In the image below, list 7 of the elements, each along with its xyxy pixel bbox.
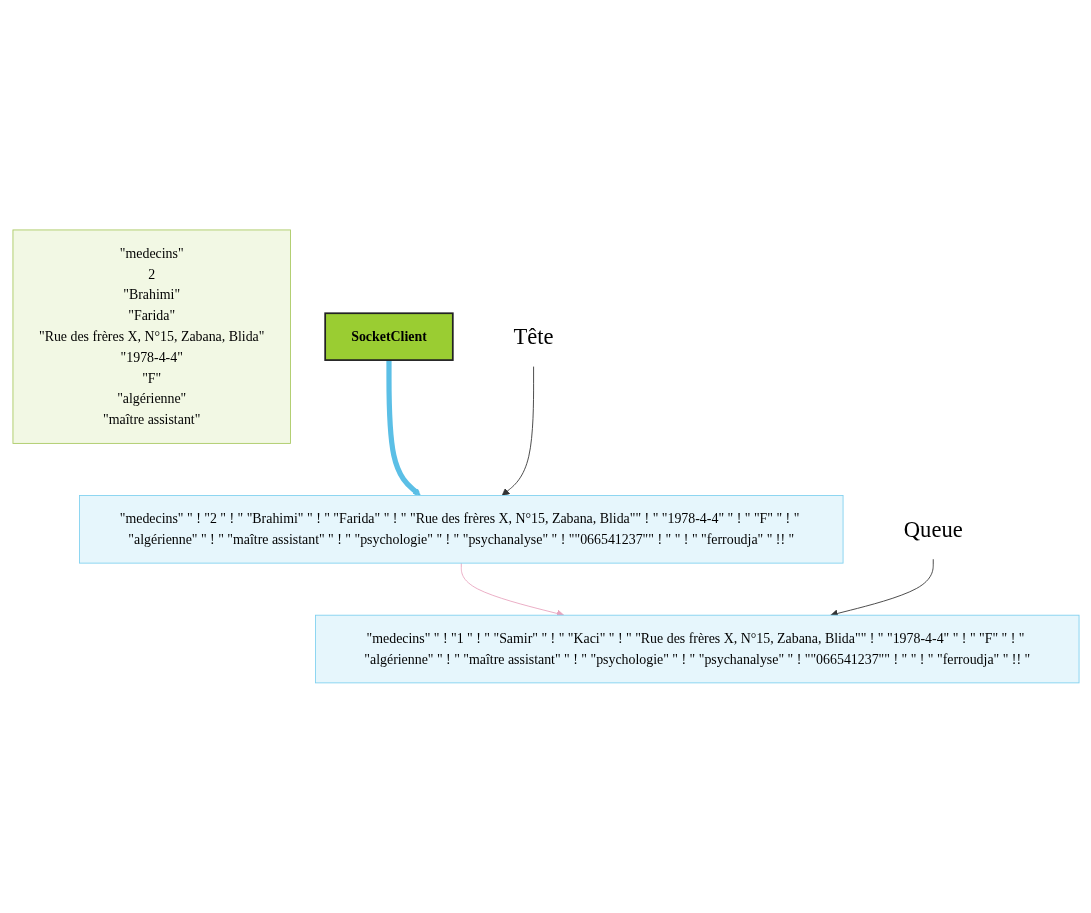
node-text: Tête: [513, 324, 554, 350]
node-text: Queue: [903, 516, 963, 542]
arrow: [385, 360, 421, 496]
node-box: "medecins" " ! "2 " ! " "Brahimi" " ! " "Farida" " ! " "Rue des frères X, N°15, Zabana, Blida"" ! " "1978-4-4" " ! " "F" " ! " "algérienne" " ! " "maître assistant" " ! " "psychologie" " ! " "psychanalyse" " ! ""066541237"" ! " " ! " "ferroudja" " !! ": [78, 495, 843, 564]
node-box: "medecins" 2 "Brahimi" "Farida" "Rue des frères X, N°15, Zabana, Blida" "1978-4-4" "F" "algérienne" "maître assistant": [12, 229, 291, 444]
node-box: SocketClient: [323, 312, 454, 362]
node-box: "medecins" " ! "1 " ! " "Samir" " ! " "Kaci" " ! " "Rue des frères X, N°15, Zabana, Blida"" ! " "1978-4-4" " ! " "F" " ! " "algérienne" " ! " "maître assistant" " ! " "psychologie" " ! " "psychanalyse" " ! ""066541237"" ! " " ! " "ferroudja" " !! ": [314, 614, 1079, 684]
